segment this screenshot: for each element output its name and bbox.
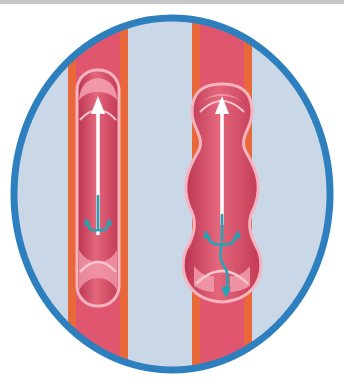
right-vein <box>183 0 261 381</box>
